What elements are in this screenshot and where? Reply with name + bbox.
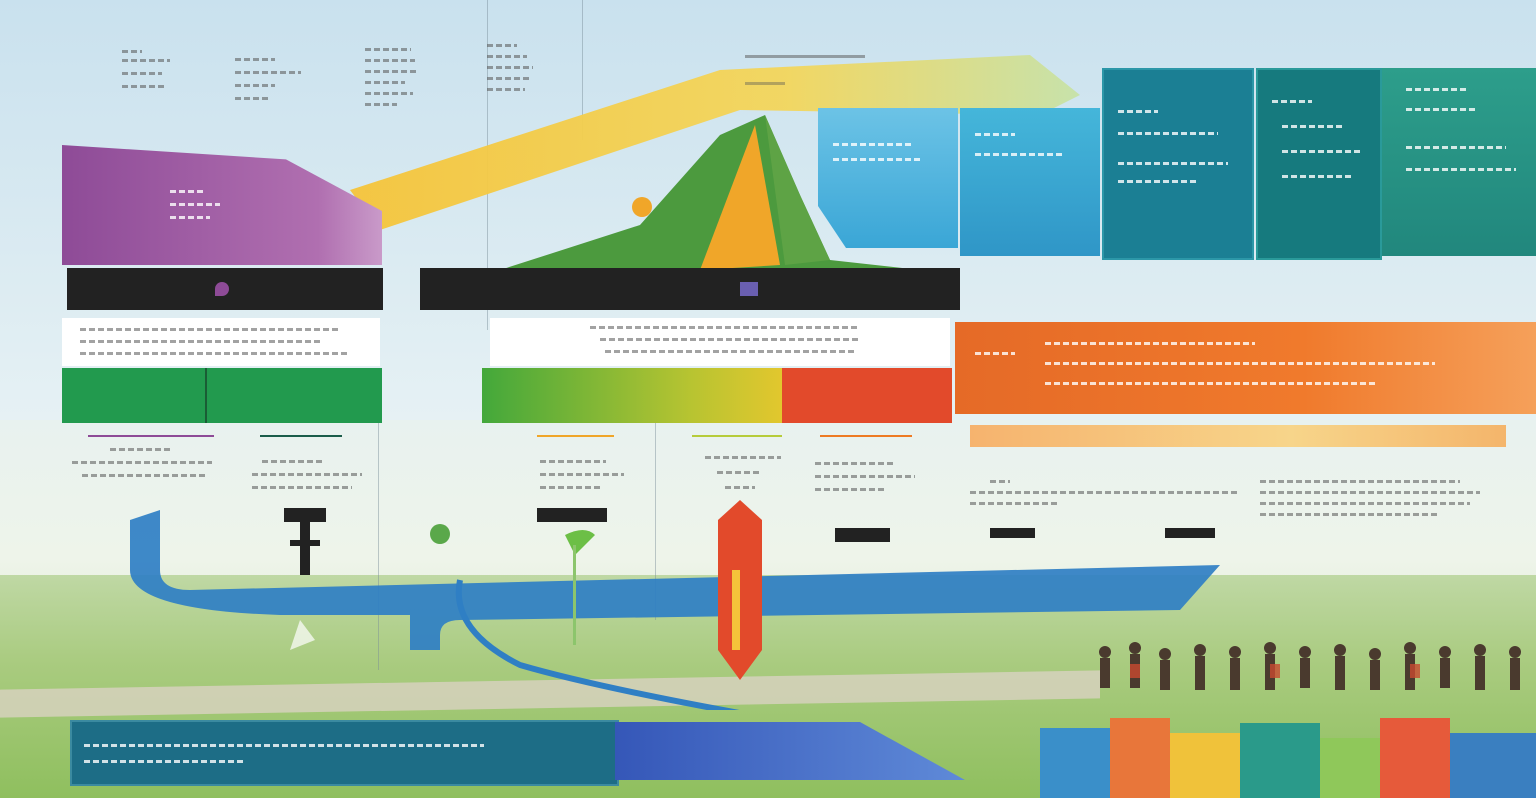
info-card-3 [1102,68,1254,260]
flag-icon [740,282,758,296]
stage-label-6 [970,480,1240,505]
tag-4 [990,528,1035,538]
caption-band [70,720,619,786]
timeline-ribbon [350,55,1080,230]
info-card-5 [1382,68,1536,256]
arrow-icon [718,500,762,680]
pin-icon [565,530,595,645]
info-card-2 [960,108,1100,256]
pin-icon [215,282,229,296]
tag-2 [537,508,607,522]
orange-banner [955,322,1536,414]
stage-bar-green [62,368,382,423]
pin-icon [430,524,450,544]
stage-label-7 [1260,480,1480,516]
progress-strip [970,425,1506,447]
stage-bar-yellow [482,368,782,423]
peak-illustration [500,115,920,270]
note-column-3 [365,48,425,106]
info-card-1 [818,108,958,248]
buildings-illustration [1040,718,1536,798]
note-column-2 [235,58,305,100]
section-header-2 [420,268,960,310]
stage-label-4 [705,456,781,489]
stage-label-1 [72,448,212,477]
note-column-4 [487,44,547,99]
text-block-1 [62,318,380,366]
crowd-illustration [1099,642,1521,690]
stage-label-2 [252,460,362,489]
tag-3 [835,528,890,542]
stage-label-3 [540,460,624,489]
text-block-2 [490,318,950,366]
info-card-4 [1256,68,1382,260]
note-column-1 [122,50,182,88]
tag-5 [1165,528,1215,538]
stage-bar-red [782,368,952,423]
flow-arrow [130,510,1220,710]
stage-label-5 [815,462,915,491]
